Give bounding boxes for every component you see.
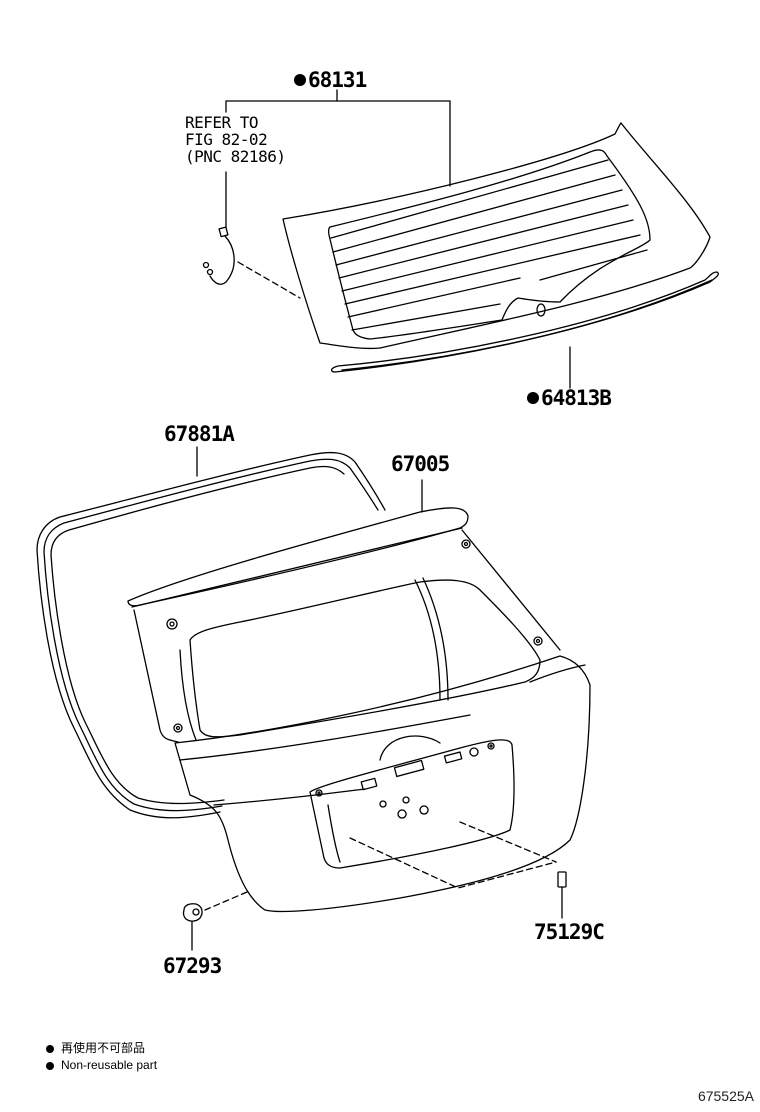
figure-number: 675525A (697, 1088, 754, 1104)
ref-line-1: REFER TO (185, 113, 259, 132)
part-number-75129C: 75129C (534, 920, 605, 944)
callout-67881A[interactable]: 67881A (164, 422, 235, 446)
part-number-67881A: 67881A (164, 422, 235, 446)
door-weatherstrip (36, 446, 386, 819)
cushion-67293-icon (182, 903, 203, 951)
reference-note: REFER TO FIG 82-02 (PNC 82186) (185, 113, 286, 166)
non-reusable-dot-icon (294, 74, 306, 86)
non-reusable-dot-icon (527, 392, 539, 404)
legend: 再使用不可部品 Non-reusable part (46, 1040, 157, 1074)
back-window-glass (282, 122, 711, 350)
defogger-wire-icon (202, 226, 301, 299)
callout-75129C[interactable]: 75129C (534, 920, 605, 944)
bullet-icon (46, 1044, 54, 1053)
legend-row-jp: 再使用不可部品 (46, 1040, 157, 1057)
part-number-67293: 67293 (163, 954, 222, 978)
ref-line-2: FIG 82-02 (185, 130, 268, 149)
bullet-icon (46, 1061, 54, 1070)
part-number-67005: 67005 (391, 452, 450, 476)
callout-64813B[interactable]: 64813B (527, 386, 612, 410)
leader-68131 (225, 89, 451, 229)
legend-text-en: Non-reusable part (61, 1058, 158, 1072)
legend-row-en: Non-reusable part (46, 1057, 157, 1074)
glass-molding (330, 271, 719, 389)
callout-67005[interactable]: 67005 (391, 452, 450, 476)
callout-68131[interactable]: 68131 (294, 68, 367, 92)
ref-line-3: (PNC 82186) (185, 147, 286, 166)
back-door-panel (127, 479, 591, 913)
callout-67293[interactable]: 67293 (163, 954, 222, 978)
part-number-64813B: 64813B (541, 386, 612, 410)
legend-text-jp: 再使用不可部品 (61, 1041, 146, 1055)
part-number-68131: 68131 (308, 68, 367, 92)
clip-75129C-icon (557, 871, 567, 919)
